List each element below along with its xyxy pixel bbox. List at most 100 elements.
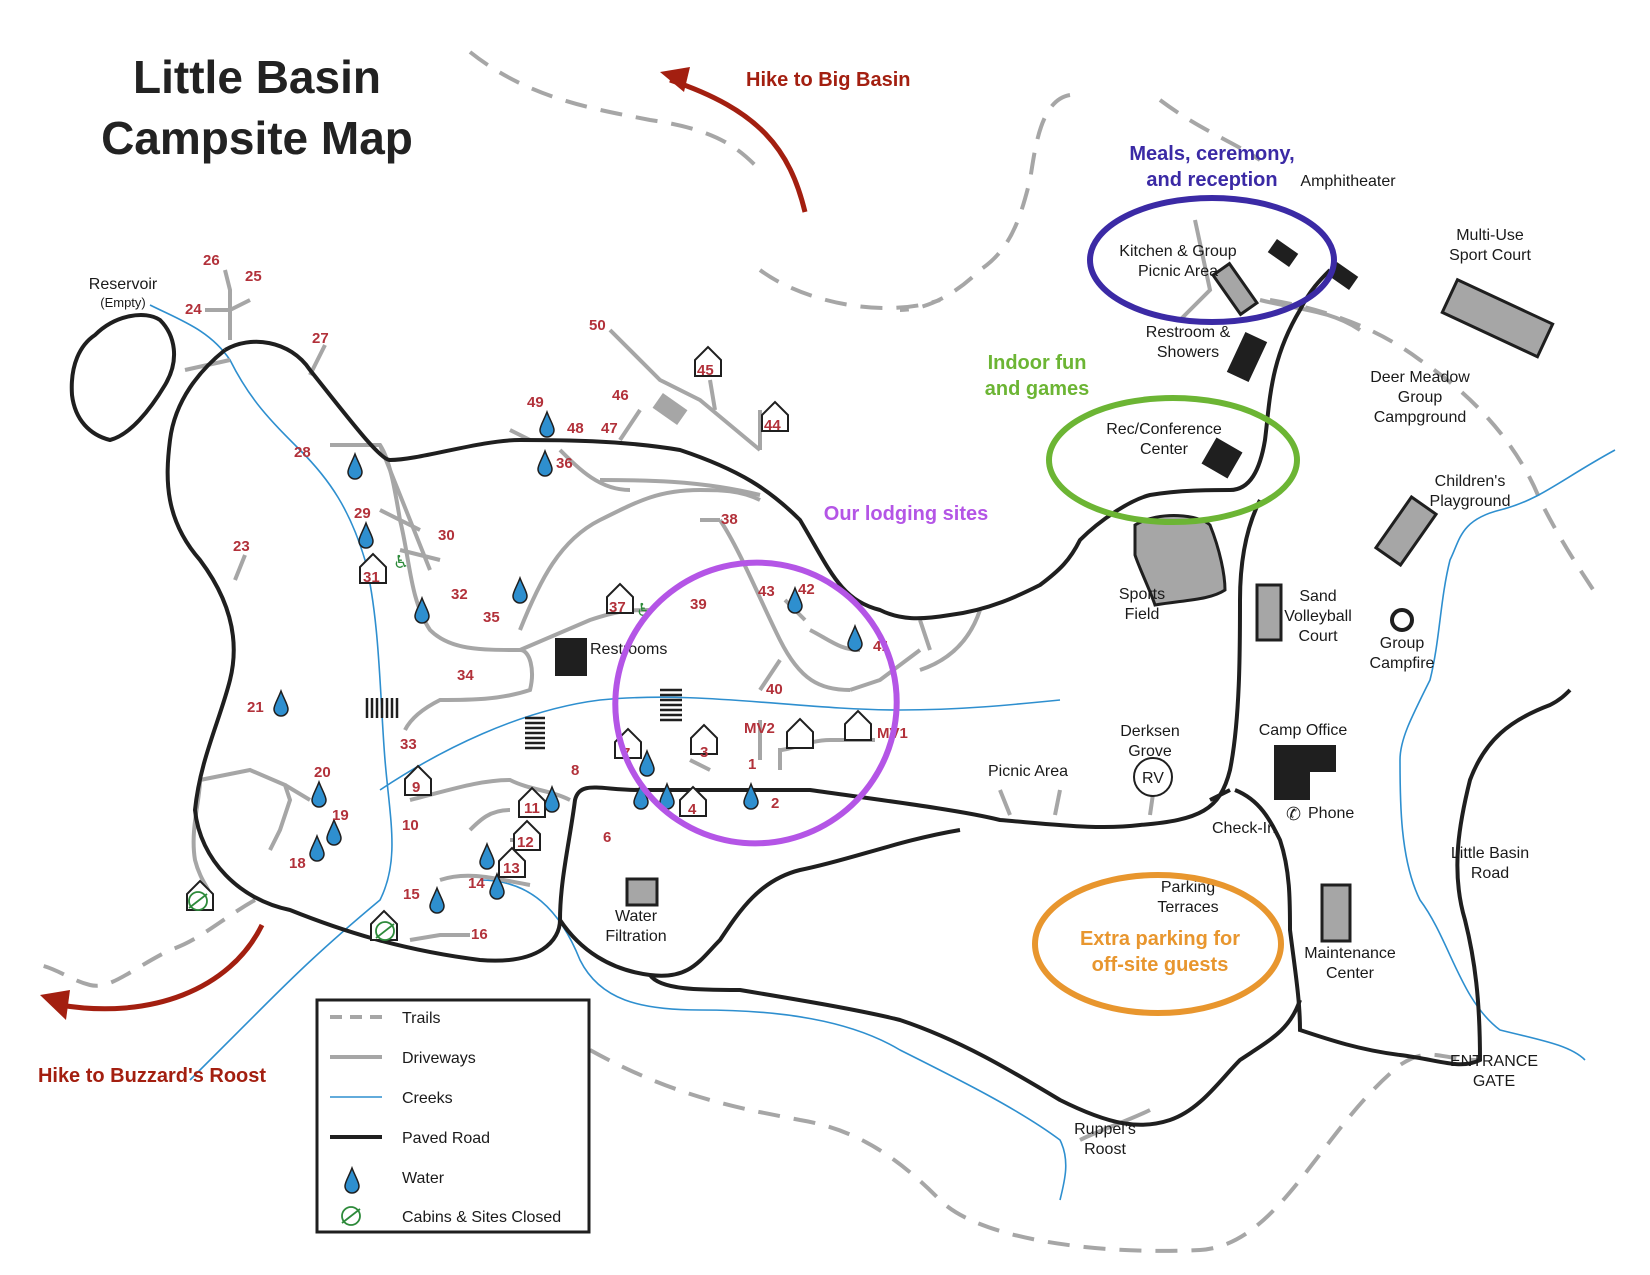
phone-label: Phone [1308, 805, 1354, 822]
entrance-gate-label-1: ENTRANCE [1450, 1053, 1538, 1070]
site-number: 37 [609, 599, 626, 616]
site-number: 11 [524, 800, 540, 817]
ruppels-roost-label-1: Ruppel's [1074, 1121, 1136, 1138]
water-drop [309, 835, 325, 862]
site-number: 46 [612, 387, 629, 404]
restroom-showers-label-2: Showers [1157, 344, 1219, 361]
closed-icon-b [375, 921, 395, 941]
rec-center-label-1: Rec/Conference [1106, 421, 1222, 438]
water-drop [347, 453, 363, 480]
maintenance-building [1320, 883, 1352, 943]
ruppels-roost-label-2: Roost [1084, 1141, 1126, 1158]
camp-office-building [1274, 745, 1336, 800]
hike-buzzards-roost-arrow [59, 923, 265, 1012]
map-title-line2: Campsite Map [101, 112, 413, 164]
site-number: 49 [527, 394, 544, 411]
indoor-ellipse [1046, 395, 1300, 525]
site-number: 27 [312, 330, 329, 347]
buildings-layer [555, 238, 1555, 943]
site-number: 45 [697, 362, 714, 379]
site-number: 38 [721, 511, 738, 528]
reservoir-note: (Empty) [100, 295, 146, 310]
site-number: 19 [332, 807, 349, 824]
site-number: 42 [798, 581, 815, 598]
site-number: 44 [764, 417, 781, 434]
legend: Trails Driveways Creeks Paved Road Water… [315, 998, 591, 1234]
hike-big-basin-arrowhead [660, 67, 690, 92]
water-filtration-building [625, 877, 659, 907]
maintenance-label-1: Maintenance [1304, 945, 1396, 962]
water-drop [847, 625, 863, 652]
cabins-layer [186, 346, 872, 941]
multi-use-label-2: Sport Court [1449, 247, 1531, 264]
restroom-showers-building [1226, 331, 1268, 383]
volleyball-label-1: Sand [1299, 588, 1336, 605]
amphitheater-label: Amphitheater [1300, 173, 1396, 190]
water-drop [743, 783, 759, 810]
little-basin-road-label-1: Little Basin [1451, 845, 1529, 862]
indoor-annotation-1: Indoor fun [988, 352, 1087, 374]
rv-label: RV [1142, 770, 1164, 787]
hike-buzzards-roost-label: Hike to Buzzard's Roost [38, 1065, 266, 1087]
paved-roads-layer [165, 268, 1572, 1127]
rv-circle [1133, 757, 1173, 797]
site-number: 50 [589, 317, 606, 334]
legend-water-label: Water [402, 1170, 445, 1187]
site-number: 2 [771, 795, 779, 812]
little-basin-road-label-2: Road [1471, 865, 1509, 882]
group-campfire-label-1: Group [1380, 635, 1425, 652]
meals-annotation-1: Meals, ceremony, [1129, 143, 1294, 165]
childrens-label-2: Playground [1430, 493, 1511, 510]
volleyball-label-2: Volleyball [1284, 608, 1352, 625]
site-number: 28 [294, 444, 311, 461]
water-drop [539, 411, 555, 438]
site-number: 13 [503, 860, 520, 877]
derksen-label-1: Derksen [1120, 723, 1180, 740]
site-number: MV2 [744, 720, 775, 737]
parking-annotation-1: Extra parking for [1080, 928, 1240, 950]
parking-ellipse [1032, 872, 1284, 1016]
gray-structure [652, 393, 688, 425]
site-number: 33 [400, 736, 417, 753]
site-number: 35 [483, 609, 500, 626]
reservoir-label: Reservoir [89, 276, 158, 293]
site-number: 16 [471, 926, 488, 943]
site-number: 29 [354, 505, 371, 522]
legend-closed-label: Cabins & Sites Closed [402, 1209, 561, 1226]
site-number: 10 [402, 817, 419, 834]
group-campfire-label-2: Campfire [1370, 655, 1435, 672]
volleyball-label-3: Court [1298, 628, 1338, 645]
site-number: 20 [314, 764, 331, 781]
site-number: 48 [567, 420, 584, 437]
legend-box [315, 998, 591, 1234]
cabin-mv1 [844, 710, 872, 741]
site-number: 31 [363, 569, 380, 586]
volleyball-court [1255, 583, 1283, 642]
sports-field-label-1: Sports [1119, 586, 1165, 603]
cabin-mv2 [786, 718, 814, 749]
closed-icon-a [188, 891, 208, 911]
legend-trails-label: Trails [402, 1010, 441, 1027]
water-drop [537, 450, 553, 477]
water-filtration-label-2: Filtration [605, 928, 666, 945]
sports-field-label-2: Field [1125, 606, 1160, 623]
phone-icon: ✆ [1286, 804, 1301, 825]
site-number: 26 [203, 252, 220, 269]
maintenance-label-2: Center [1326, 965, 1375, 982]
hike-buzzards-roost-arrowhead [40, 990, 70, 1020]
trails-layer [39, 50, 1602, 1253]
site-number: 4 [688, 801, 697, 818]
accessible-icon-31: ♿ [393, 552, 409, 573]
reservoir-shape [69, 313, 177, 443]
kitchen-label-2: Picnic Area [1138, 263, 1218, 280]
multi-use-court [1440, 277, 1555, 359]
site-number: 15 [403, 886, 420, 903]
site-number: 18 [289, 855, 306, 872]
site-number: 8 [571, 762, 579, 779]
site-number: 23 [233, 538, 250, 555]
lodging-ellipse [612, 559, 900, 847]
water-drop [273, 690, 289, 717]
site-number: 34 [457, 667, 474, 684]
hike-big-basin-label: Hike to Big Basin [746, 69, 910, 91]
map-title-line1: Little Basin [133, 51, 381, 103]
